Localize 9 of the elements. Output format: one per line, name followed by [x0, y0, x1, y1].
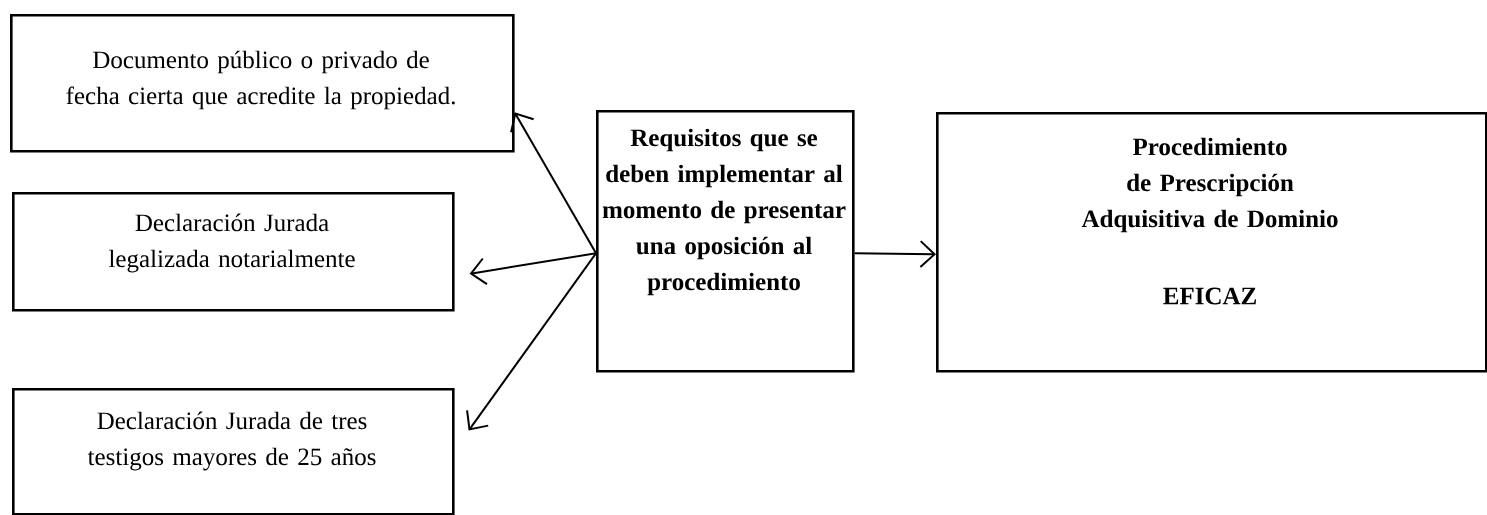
- text-box: Declaración Jurada de tres testigos mayores de 25 años: [12, 388, 455, 515]
- text-box: Declaración Jurada legalizada notarialmente: [12, 192, 455, 312]
- arrow: [466, 252, 597, 431]
- arrow: [510, 112, 597, 255]
- text-box: Documento público o privado de fecha cierta que acredite la propiedad.: [10, 14, 515, 153]
- process-box: Procedimiento de Prescripción Adquisitiva de Dominio EFICAZ: [936, 112, 1487, 373]
- arrow: [469, 252, 597, 286]
- arrow: [853, 240, 937, 269]
- process-box: Requisitos que se deben implementar al momento de presentar una oposición al procedimiento: [596, 110, 855, 373]
